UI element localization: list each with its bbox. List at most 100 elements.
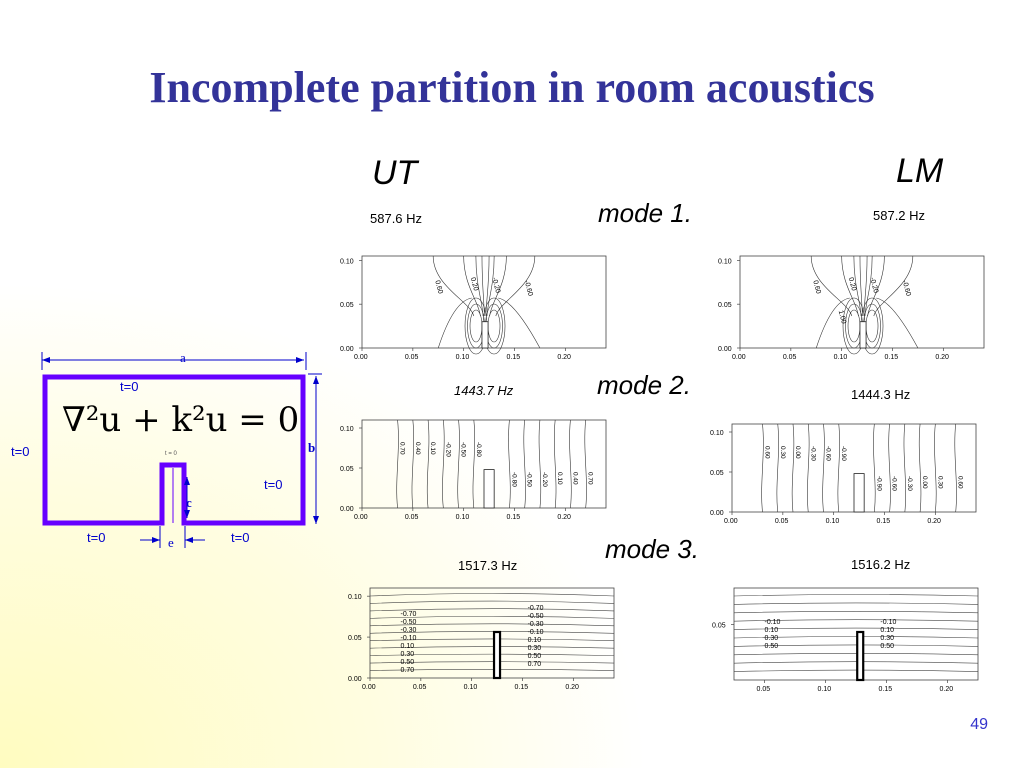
contour-label: 0.10 bbox=[556, 472, 563, 485]
mode-3-lm-frequency: 1516.2 Hz bbox=[851, 557, 911, 572]
x-tick-label: 0.20 bbox=[557, 354, 571, 361]
mode-1-lm-frequency: 587.2 Hz bbox=[873, 208, 926, 223]
contour-line bbox=[733, 644, 979, 647]
contour-line bbox=[876, 297, 919, 349]
contour-label: 0.60 bbox=[433, 280, 443, 295]
contour-line bbox=[442, 419, 445, 509]
contour-line bbox=[867, 255, 885, 317]
contour-line bbox=[733, 627, 979, 630]
y-tick-label: 0.05 bbox=[718, 302, 732, 309]
mode-1-ut-frequency: 587.6 Hz bbox=[370, 211, 423, 226]
contour-line bbox=[584, 419, 587, 509]
contour-line bbox=[369, 638, 615, 642]
mode-2-lm-frequency: 1444.3 Hz bbox=[851, 387, 911, 402]
x-tick-label: 0.05 bbox=[413, 684, 427, 691]
x-tick-label: 0.20 bbox=[935, 354, 949, 361]
x-tick-label: 0.10 bbox=[456, 354, 470, 361]
contour-line bbox=[873, 255, 914, 317]
x-tick-label: 0.10 bbox=[834, 354, 848, 361]
x-tick-label: 0.05 bbox=[783, 354, 797, 361]
contour-line bbox=[807, 423, 810, 513]
contour-label: -0.50 bbox=[526, 472, 533, 487]
helmholtz-equation: ∇²u + k²u = 0 bbox=[62, 400, 300, 440]
contour-loop bbox=[847, 309, 861, 343]
contour-line bbox=[888, 423, 891, 513]
contour-label: 0.50 bbox=[765, 643, 779, 650]
x-tick-label: 0.05 bbox=[757, 686, 771, 693]
contour-line bbox=[841, 255, 859, 317]
contour-label: 0.10 bbox=[765, 627, 779, 634]
contour-label: 0.10 bbox=[528, 637, 542, 644]
contour-label: -0.50 bbox=[460, 442, 467, 457]
contour-line bbox=[508, 419, 511, 509]
y-tick-label: 0.00 bbox=[348, 676, 362, 683]
y-tick-label: 0.05 bbox=[710, 470, 724, 477]
y-tick-label: 0.05 bbox=[348, 635, 362, 642]
y-tick-label: 0.10 bbox=[718, 258, 732, 265]
contour-label: 0.70 bbox=[587, 472, 594, 485]
contour-line bbox=[369, 608, 615, 612]
x-tick-label: 0.15 bbox=[877, 518, 891, 525]
contour-label: 0.70 bbox=[399, 442, 406, 455]
contour-label: 0.30 bbox=[401, 651, 415, 658]
y-tick-label: 0.10 bbox=[340, 426, 354, 433]
contour-line bbox=[733, 653, 979, 656]
bc-bottom-right-label: t=0 bbox=[231, 530, 250, 545]
contour-label: -0.60 bbox=[523, 280, 534, 297]
mode-2-ut-frequency: 1443.7 Hz bbox=[454, 383, 514, 398]
ut-header: UT bbox=[372, 154, 418, 192]
contour-label: 1.00 bbox=[837, 310, 847, 325]
contour-line bbox=[369, 668, 615, 671]
contour-label: 0.30 bbox=[779, 446, 786, 459]
x-tick-label: 0.20 bbox=[940, 686, 954, 693]
mode-3-ut-frequency: 1517.3 Hz bbox=[458, 558, 518, 573]
contour-label: 0.20 bbox=[469, 277, 479, 292]
contour-label: 0.50 bbox=[880, 643, 894, 650]
contour-loop bbox=[469, 309, 483, 343]
contour-label: -0.10 bbox=[880, 619, 896, 626]
contour-line bbox=[432, 255, 475, 317]
contour-label: 0.50 bbox=[528, 653, 542, 660]
contour-label: -0.70 bbox=[401, 611, 417, 618]
contour-line bbox=[733, 594, 979, 597]
contour-line bbox=[733, 602, 979, 605]
contour-label: 0.30 bbox=[765, 635, 779, 642]
page-number: 49 bbox=[970, 716, 988, 733]
x-tick-label: 0.00 bbox=[354, 354, 368, 361]
dimension-b-label: b bbox=[308, 440, 316, 455]
contour-label: 0.40 bbox=[571, 472, 578, 485]
contour-line bbox=[411, 419, 414, 509]
contour-line bbox=[369, 593, 615, 597]
contour-line bbox=[918, 423, 922, 513]
mode-3-label: mode 3. bbox=[605, 534, 699, 564]
contour-line bbox=[761, 423, 764, 513]
contour-label: -0.20 bbox=[444, 442, 451, 457]
x-tick-label: 0.00 bbox=[732, 354, 746, 361]
x-tick-label: 0.10 bbox=[818, 686, 832, 693]
y-tick-label: 0.00 bbox=[340, 346, 354, 353]
contour-line bbox=[369, 623, 615, 627]
contour-line bbox=[472, 419, 475, 509]
contour-label: 0.10 bbox=[429, 442, 436, 455]
contour-line bbox=[369, 653, 615, 656]
partition bbox=[492, 630, 502, 680]
contour-label: 0.00 bbox=[921, 476, 928, 489]
contour-line bbox=[369, 631, 615, 634]
bc-left-label: t=0 bbox=[11, 444, 30, 459]
y-tick-label: 0.10 bbox=[710, 430, 724, 437]
y-tick-label: 0.05 bbox=[340, 302, 354, 309]
contour-line bbox=[437, 297, 472, 349]
mode-2-label: mode 2. bbox=[597, 370, 691, 400]
contour-line bbox=[369, 646, 615, 649]
contour-line bbox=[791, 423, 795, 513]
x-tick-label: 0.00 bbox=[724, 518, 738, 525]
contour-line bbox=[815, 297, 850, 349]
contour-line bbox=[776, 423, 779, 513]
contour-line bbox=[369, 600, 615, 604]
contour-label: 0.40 bbox=[414, 442, 421, 455]
contour-label: -0.10 bbox=[528, 629, 544, 636]
y-tick-label: 0.10 bbox=[340, 258, 354, 265]
